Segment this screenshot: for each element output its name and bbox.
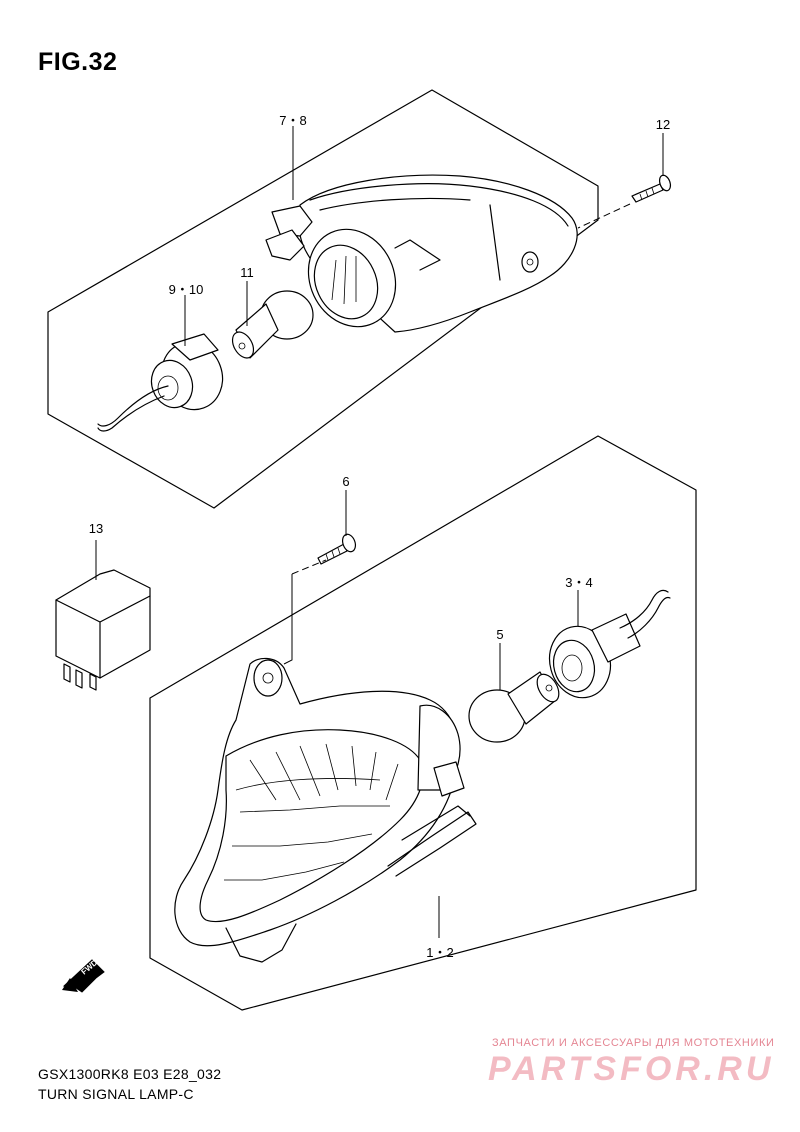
front-lamp-housing-part xyxy=(174,657,477,963)
callout-part-13: 13 xyxy=(88,521,104,536)
callout-part-1-2: 1・2 xyxy=(426,945,454,960)
callout-part-6: 6 xyxy=(342,474,350,489)
relay-part xyxy=(55,569,151,691)
callout-part-3-4: 3・4 xyxy=(565,575,593,590)
watermark-tagline: ЗАПЧАСТИ И АКСЕССУАРЫ ДЛЯ МОТОТЕХНИКИ xyxy=(492,1037,775,1049)
bulb-part-lower xyxy=(468,671,560,743)
screw-part-upper xyxy=(577,174,672,229)
model-code: GSX1300RK8 E03 E28_032 xyxy=(38,1066,222,1082)
callout-part-11: 11 xyxy=(240,265,254,280)
callout-part-9-10: 9・10 xyxy=(168,282,204,297)
socket-part-lower xyxy=(548,589,671,699)
upper-group-frame xyxy=(47,89,599,509)
callout-part-12: 12 xyxy=(655,117,671,132)
callout-part-5: 5 xyxy=(496,627,504,642)
socket-part-upper xyxy=(97,333,224,432)
diagram-name: TURN SIGNAL LAMP-C xyxy=(38,1086,194,1102)
callout-part-7-8: 7・8 xyxy=(279,113,307,128)
lower-group-frame xyxy=(149,435,697,1011)
rear-lamp-housing-part xyxy=(265,174,578,333)
fwd-arrow-icon: FWD xyxy=(62,958,105,993)
screw-part-lower xyxy=(283,533,357,665)
watermark-brand: PARTSFOR.RU xyxy=(488,1050,775,1088)
bulb-part-upper xyxy=(231,290,314,359)
leader-lines xyxy=(95,126,664,938)
figure-title: FIG.32 xyxy=(38,48,118,76)
